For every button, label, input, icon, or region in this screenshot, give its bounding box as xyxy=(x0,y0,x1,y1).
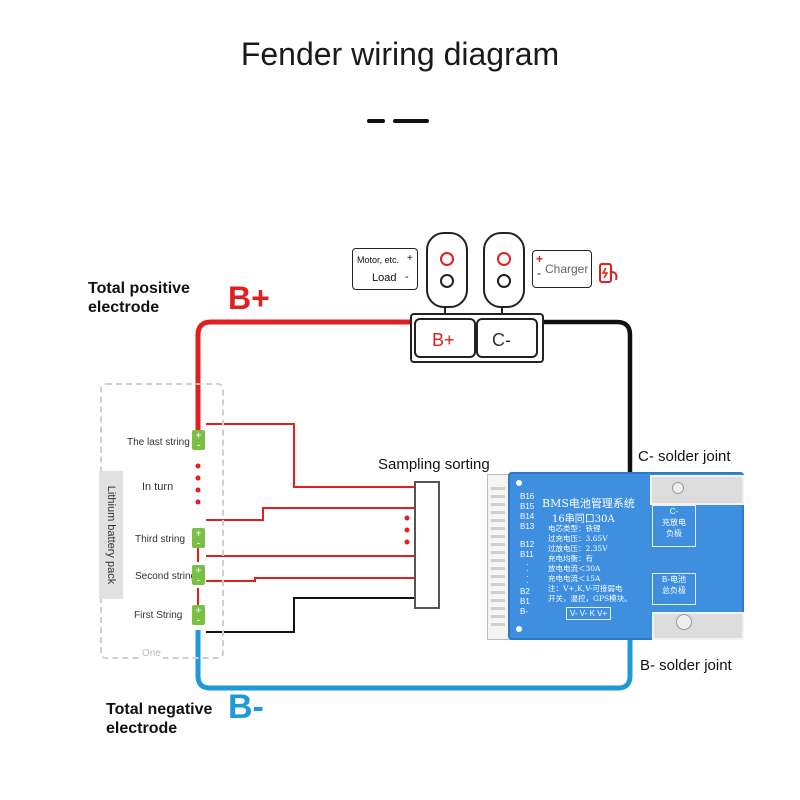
cell-last: +- xyxy=(192,430,205,450)
motor-load-box xyxy=(352,248,418,290)
sample-wire-last xyxy=(206,423,416,488)
plug-positive-hole xyxy=(497,252,511,266)
pin-label: B14 xyxy=(520,512,535,521)
terminal-b-plus-label: B+ xyxy=(432,330,455,350)
charger-minus-sign: - xyxy=(537,266,541,280)
string-third-label: Third string xyxy=(135,534,186,545)
b-solder-label: B- solder joint xyxy=(640,657,732,674)
string-last-label: The last string xyxy=(127,437,190,448)
plug-negative-hole xyxy=(497,274,511,288)
sample-wire-second xyxy=(206,577,416,582)
pin-label: B1 xyxy=(520,597,530,606)
diagram-title: Fender wiring diagram xyxy=(240,36,560,72)
negative-main-wire xyxy=(195,630,633,691)
bms-pins-top: B16 B15 B14 B13 xyxy=(520,492,534,532)
sampler-continuation-dots xyxy=(404,515,410,545)
one-label: One xyxy=(140,648,163,659)
b-plus-label: B+ xyxy=(228,280,270,316)
bms-spec-line: 充电均衡：有 xyxy=(548,554,593,563)
pack-continuation-dots xyxy=(195,463,201,505)
positive-main-wire xyxy=(195,319,412,430)
bms-spec-line: 注：V+,K,V-可接弱电 xyxy=(548,584,623,593)
c-pad-screw xyxy=(672,482,684,494)
c-minus-solder-pad xyxy=(650,475,744,505)
pin-label: B11 xyxy=(520,550,534,559)
load-minus-sign: - xyxy=(405,271,409,283)
motor-plus-sign: + xyxy=(407,253,413,264)
load-label: Load xyxy=(372,272,397,284)
pin-label: B- xyxy=(520,607,528,616)
discharge-plug xyxy=(426,232,468,308)
total-positive-label: Total positive electrode xyxy=(88,280,190,316)
cell-second: +- xyxy=(192,565,205,585)
bms-mount-hole-bl xyxy=(516,626,522,632)
charger-plus-sign: + xyxy=(536,252,544,266)
total-negative-label: Total negative electrode xyxy=(106,701,213,737)
motor-label: Motor, etc. xyxy=(357,255,400,265)
b-minus-pad-label: B-电池 总负极 xyxy=(652,573,696,605)
bms-bottom-pins: V- V- K V+ xyxy=(566,607,612,620)
c-minus-pad-label: C- 充放电 负极 xyxy=(652,505,696,547)
pin-label: B15 xyxy=(520,502,535,511)
bms-spec-line: 放电电流＜30A xyxy=(548,564,601,573)
battery-pack-label: Lithium battery pack xyxy=(99,471,123,599)
bms-title: BMS电池管理系统 xyxy=(542,497,635,510)
terminal-c-minus-label: C- xyxy=(492,330,511,350)
pin-label: B16 xyxy=(520,492,535,501)
bms-pins-mid: B12 B11 xyxy=(520,540,534,560)
charge-plug xyxy=(483,232,525,308)
plug-negative-hole xyxy=(440,274,454,288)
title-underline-short xyxy=(367,119,385,123)
sampling-connector xyxy=(414,481,440,609)
terminal-tab-b-plus xyxy=(414,318,476,358)
bms-spec-line: 电芯类型：铁锂 xyxy=(548,524,601,533)
charger-box xyxy=(532,250,592,288)
title-underline-long xyxy=(393,119,429,123)
cell-third: +- xyxy=(192,528,205,548)
bms-subtitle: 16串同口30A xyxy=(552,514,615,525)
string-second-label: Second string xyxy=(135,571,197,582)
pin-label: B13 xyxy=(520,522,535,531)
pin-label: B2 xyxy=(520,587,530,596)
string-first-label: First String xyxy=(134,610,183,621)
pin-label: B12 xyxy=(520,540,535,549)
sample-wire-first xyxy=(206,597,416,633)
sample-wire-third-a xyxy=(206,507,416,521)
plug-positive-hole xyxy=(440,252,454,266)
charger-icon xyxy=(599,263,618,283)
bms-pins-bottom: B2 B1 B- xyxy=(520,587,530,617)
b-minus-label: B- xyxy=(228,688,264,726)
b-pad-screw xyxy=(676,614,692,630)
bms-balance-connector xyxy=(487,474,511,640)
b-minus-solder-pad xyxy=(652,612,744,640)
charger-label: Charger xyxy=(545,262,589,276)
terminal-tab-c-minus xyxy=(476,318,538,358)
cell-first: +- xyxy=(192,605,205,625)
bms-spec-line: 开关，温控，GPS模块。 xyxy=(548,594,632,603)
bms-mount-hole-tl xyxy=(516,480,522,486)
c-solder-label: C- solder joint xyxy=(638,448,731,465)
bms-spec-line: 过充电压：3.65V xyxy=(548,534,608,543)
c-minus-wire xyxy=(540,319,633,485)
bms-spec-line: 过放电压：2.35V xyxy=(548,544,608,553)
bms-pin-dots: ···· xyxy=(526,560,529,587)
sampling-label: Sampling sorting xyxy=(378,456,490,473)
in-turn-label: In turn xyxy=(142,481,174,493)
bms-specs: 电芯类型：铁锂 过充电压：3.65V 过放电压：2.35V 充电均衡：有 放电电… xyxy=(548,524,632,604)
bms-spec-line: 充电电流＜15A xyxy=(548,574,601,583)
